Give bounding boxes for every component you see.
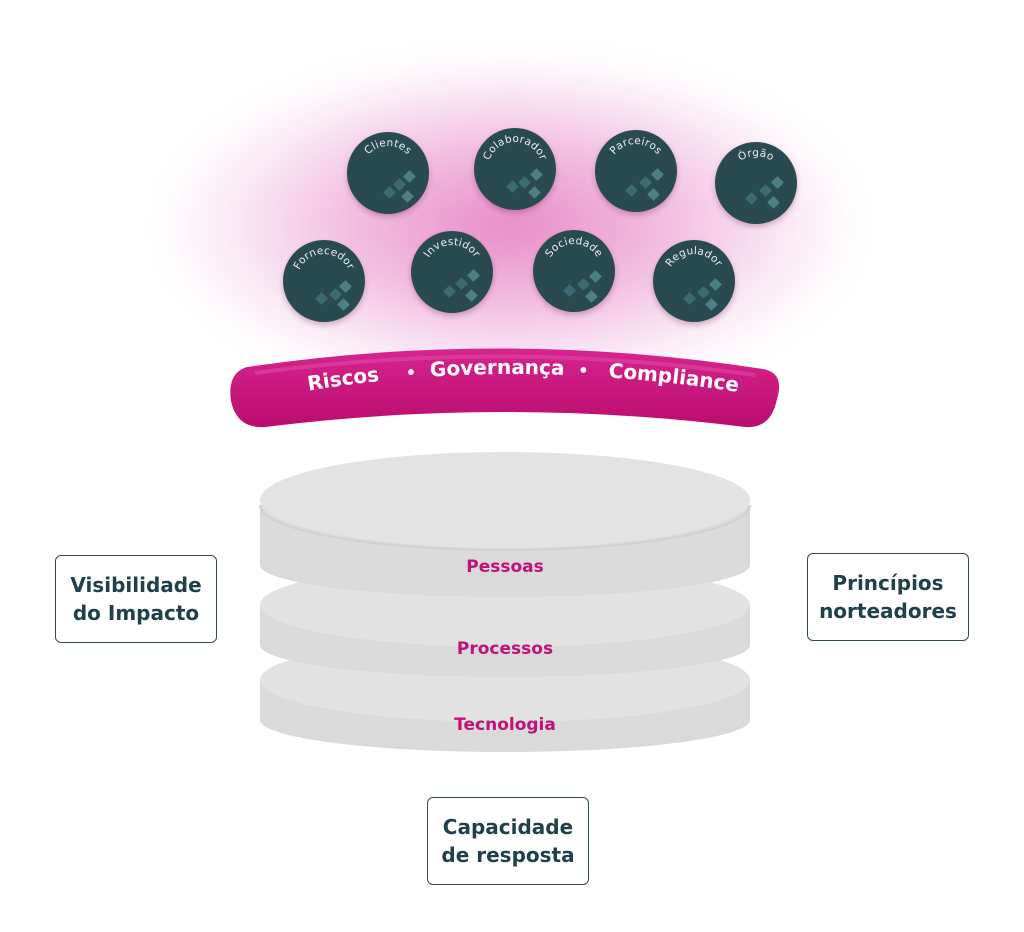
svg-text:•: • [405,363,417,383]
diamond-pattern-icon [383,170,416,203]
pillar-line: Princípios [832,571,944,595]
pillar-line: Visibilidade [70,573,202,597]
svg-text:Clientes: Clientes [362,137,414,157]
band-separator: • [405,363,417,383]
svg-text:Parceiros: Parceiros [608,135,665,157]
pillar-line: Capacidade [442,815,574,839]
layer-stack: Pessoas Processos Tecnologia [255,450,755,760]
band-separator: • [578,361,589,381]
svg-text:Fornecedor: Fornecedor [291,245,356,272]
stakeholder-label: Fornecedor [291,245,356,272]
pillar-line: do Impacto [72,601,200,625]
pillar-line: de resposta [441,843,575,867]
diamond-pattern-icon [506,168,543,199]
layer-label-pessoas: Pessoas [466,557,544,577]
svg-text:Regulador: Regulador [663,245,725,270]
stakeholder-label: Regulador [663,245,724,270]
diamond-pattern-icon [443,269,480,302]
stakeholder-circle-fornecedor: Fornecedor [283,240,365,322]
diamond-pattern-icon [563,270,602,303]
stakeholder-label: Clientes [362,137,414,157]
stakeholder-circle-regulador: Regulador [653,240,735,322]
stakeholder-label: Órgão [736,147,776,164]
stacked-discs-shape [259,452,751,752]
diamond-pattern-icon [315,280,352,311]
stakeholder-circle-orgao: Órgão [715,142,797,224]
svg-text:Governança: Governança [429,355,565,382]
band-label-governanca: Governança [429,355,565,382]
stakeholder-circle-parceiros: Parceiros [595,130,677,212]
stakeholder-label: Colaborador [481,133,549,162]
svg-text:Investidor: Investidor [421,236,482,260]
layer-label-tecnologia: Tecnologia [454,715,556,735]
stakeholder-label: Parceiros [608,135,665,157]
stakeholder-circle-colaborador: Colaborador [474,128,556,210]
pink-glow-background [170,60,850,390]
svg-text:•: • [578,361,589,381]
stakeholder-circle-sociedade: Sociedade [533,230,615,312]
layer-label-processos: Processos [456,639,554,659]
pillar-box-visibilidade: Visibilidade do Impacto [55,555,217,643]
stakeholder-label: Investidor [421,236,482,260]
governance-band: Riscos • Governança • Compliance [230,348,780,428]
pillar-box-capacidade: Capacidade de resposta [427,797,589,885]
pillar-box-principios: Princípios norteadores [807,553,969,641]
diamond-pattern-icon [745,176,784,209]
svg-text:Colaborador: Colaborador [481,133,549,162]
stakeholder-circle-investidor: Investidor [411,231,493,313]
diamond-pattern-icon [683,278,722,311]
svg-text:Órgão: Órgão [736,147,776,164]
pillar-line: norteadores [819,599,957,623]
stakeholder-circle-clientes: Clientes [347,132,429,214]
svg-text:Sociedade: Sociedade [543,235,605,260]
stakeholder-label: Sociedade [543,235,605,260]
diamond-pattern-icon [625,168,664,201]
